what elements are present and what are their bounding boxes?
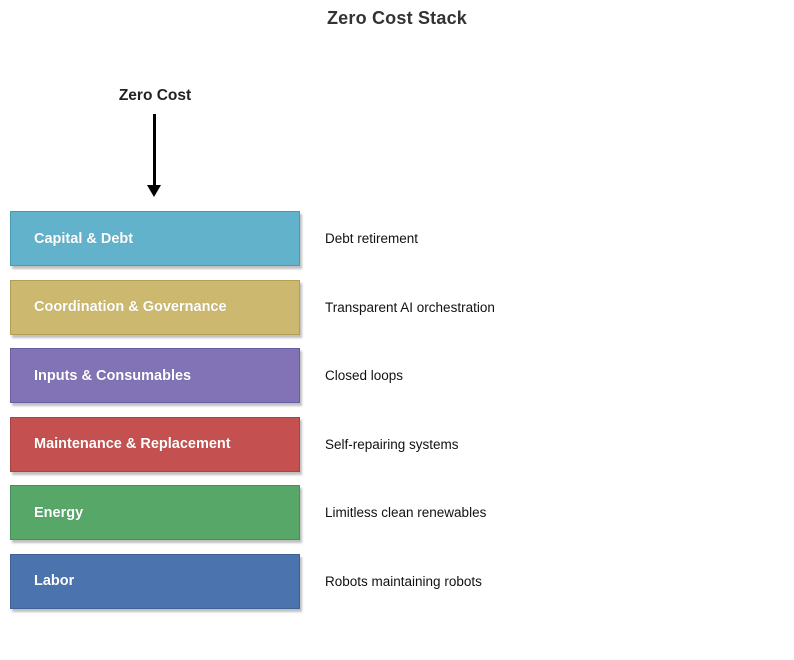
stack-container: Capital & Debt Debt retirement Coordinat…: [10, 211, 495, 622]
stack-layer-box: Labor: [10, 553, 300, 609]
stack-layer-box: Coordination & Governance: [10, 279, 300, 335]
stack-layer-description: Debt retirement: [325, 231, 419, 246]
stack-layer-label: Energy: [34, 504, 84, 521]
down-arrow-head-icon: [147, 185, 161, 197]
stack-layer-row: Capital & Debt Debt retirement: [10, 211, 495, 266]
stack-layer-row: Energy Limitless clean renewables: [10, 485, 495, 540]
stack-layer-box: Inputs & Consumables: [10, 348, 300, 403]
stack-layer-label: Coordination & Governance: [34, 299, 227, 315]
stack-layer-row: Coordination & Governance Transparent AI…: [10, 279, 495, 335]
stack-layer-description: Closed loops: [325, 368, 404, 383]
zero-cost-annotation: Zero Cost: [118, 87, 192, 104]
stack-layer-description: Robots maintaining robots: [325, 573, 482, 589]
stack-layer-label: Capital & Debt: [34, 230, 134, 247]
stack-layer-row: Maintenance & Replacement Self-repairing…: [10, 416, 495, 472]
stack-layer-row: Labor Robots maintaining robots: [10, 553, 495, 609]
stack-layer-box: Maintenance & Replacement: [10, 416, 300, 472]
stack-layer-description: Limitless clean renewables: [325, 505, 487, 520]
stack-layer-box: Energy: [10, 485, 300, 540]
stack-layer-label: Labor: [34, 573, 75, 589]
stack-layer-box: Capital & Debt: [10, 211, 300, 266]
diagram-title: Zero Cost Stack: [326, 8, 468, 28]
down-arrow-icon: [153, 114, 156, 186]
stack-layer-row: Inputs & Consumables Closed loops: [10, 348, 495, 403]
stack-layer-description: Transparent AI orchestration: [325, 299, 495, 315]
stack-layer-description: Self-repairing systems: [325, 436, 459, 452]
stack-layer-label: Inputs & Consumables: [34, 367, 192, 384]
stack-layer-label: Maintenance & Replacement: [34, 436, 231, 452]
